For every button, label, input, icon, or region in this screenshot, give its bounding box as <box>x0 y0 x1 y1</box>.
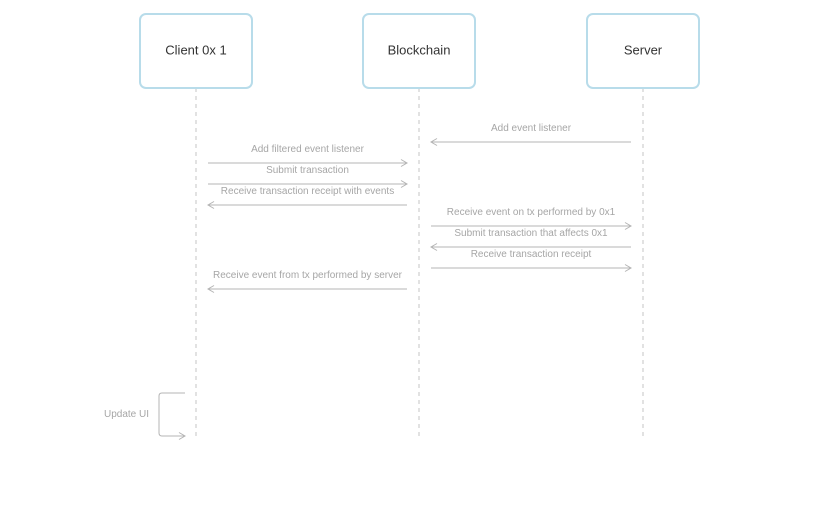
message-4: Receive transaction receipt with events <box>207 186 407 209</box>
message-5: Receive event on tx performed by 0x1 <box>431 207 632 230</box>
arrowhead-icon <box>400 159 408 167</box>
participant-blockchain: Blockchain <box>362 13 476 89</box>
arrowhead-icon <box>178 432 186 440</box>
participant-server: Server <box>586 13 700 89</box>
arrowhead-icon <box>430 138 438 146</box>
participant-label: Server <box>624 42 663 57</box>
participant-box <box>139 13 253 89</box>
message-label: Submit transaction that affects 0x1 <box>454 228 608 239</box>
participant-client: Client 0x 1 <box>139 13 253 89</box>
message-label: Receive transaction receipt <box>471 249 592 260</box>
participant-box <box>586 13 700 89</box>
message-8: Receive event from tx performed by serve… <box>207 270 407 293</box>
arrowhead-icon <box>207 201 215 209</box>
message-label: Receive event from tx performed by serve… <box>213 270 403 281</box>
participant-boxes: Client 0x 1 Blockchain Server <box>139 13 700 89</box>
arrowhead-icon <box>430 243 438 251</box>
arrowhead-icon <box>207 285 215 293</box>
arrowhead-icon <box>624 264 632 272</box>
self-message-arrow <box>158 392 185 437</box>
message-2: Add filtered event listener <box>208 144 408 167</box>
participant-label: Client 0x 1 <box>165 42 226 57</box>
participant-label: Blockchain <box>388 42 451 57</box>
self-message-label: Update UI <box>104 409 149 420</box>
message-label: Submit transaction <box>266 165 349 176</box>
arrowhead-icon <box>624 222 632 230</box>
message-label: Receive transaction receipt with events <box>221 186 394 197</box>
message-label: Add filtered event listener <box>251 144 365 155</box>
message-1: Add event listener <box>430 123 631 146</box>
arrowhead-icon <box>400 180 408 188</box>
message-label: Add event listener <box>491 123 572 134</box>
participant-box <box>362 13 476 89</box>
message-3: Submit transaction <box>208 165 408 188</box>
message-7: Receive transaction receipt <box>431 249 632 272</box>
message-6: Submit transaction that affects 0x1 <box>430 228 631 251</box>
message-label: Receive event on tx performed by 0x1 <box>447 207 616 218</box>
self-message: Update UI <box>104 392 186 440</box>
lifelines <box>195 88 644 440</box>
